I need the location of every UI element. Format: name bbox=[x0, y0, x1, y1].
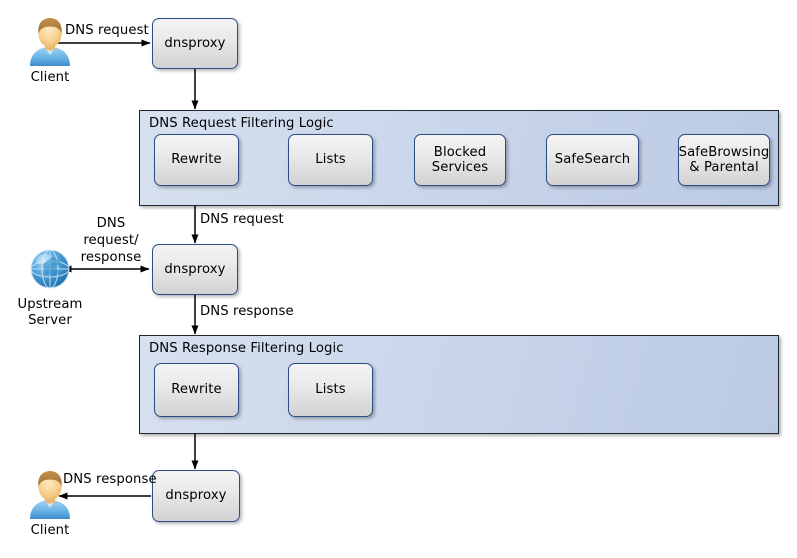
edge-label-upstream-line2: request/ bbox=[83, 233, 139, 248]
actor-label-client-top: Client bbox=[30, 70, 70, 85]
stage-label-line2: Services bbox=[431, 160, 489, 175]
stage-label: Rewrite bbox=[171, 382, 222, 398]
edge-label-upstream-line3: response bbox=[80, 250, 142, 265]
edge-label-proxy-to-client: DNS response bbox=[63, 472, 157, 487]
dnsproxy-node-2[interactable]: dnsproxy bbox=[152, 244, 238, 295]
user-icon bbox=[24, 469, 76, 519]
user-icon bbox=[24, 16, 76, 66]
dnsproxy-node-1[interactable]: dnsproxy bbox=[152, 18, 238, 69]
request-stage-rewrite[interactable]: Rewrite bbox=[154, 134, 239, 186]
stage-label-line1: SafeBrowsing bbox=[678, 144, 770, 160]
dnsproxy-label: dnsproxy bbox=[164, 261, 226, 277]
dnsproxy-node-3[interactable]: dnsproxy bbox=[152, 470, 240, 522]
stage-label-line1: Blocked bbox=[433, 144, 487, 160]
stage-label-line2: & Parental bbox=[689, 160, 759, 175]
edge-label-proxy-to-response-filter: DNS response bbox=[200, 304, 294, 319]
actor-label-client-bottom: Client bbox=[30, 523, 70, 538]
globe-icon bbox=[23, 242, 77, 296]
request-stage-safebrowsing-parental[interactable]: SafeBrowsing & Parental bbox=[678, 134, 770, 186]
edge-label-upstream-line1: DNS bbox=[96, 216, 126, 231]
dns-response-filtering-container: DNS Response Filtering Logic bbox=[139, 335, 779, 434]
edge-label-client-to-proxy: DNS request bbox=[65, 23, 149, 38]
edge-label-proxy-to-request-filter: DNS request bbox=[200, 212, 284, 227]
dns-request-filtering-container: DNS Request Filtering Logic bbox=[139, 110, 779, 206]
request-stage-lists[interactable]: Lists bbox=[288, 134, 373, 186]
request-stage-safesearch[interactable]: SafeSearch bbox=[546, 134, 639, 186]
actor-label-upstream-line2: Server bbox=[28, 313, 72, 328]
dnsproxy-label: dnsproxy bbox=[164, 35, 226, 51]
dnsproxy-label: dnsproxy bbox=[165, 488, 227, 504]
stage-label: Rewrite bbox=[171, 152, 222, 168]
response-stage-lists[interactable]: Lists bbox=[288, 363, 373, 417]
dns-response-filtering-title: DNS Response Filtering Logic bbox=[149, 341, 344, 356]
stage-label: Lists bbox=[315, 382, 346, 398]
actor-label-upstream-line1: Upstream bbox=[17, 297, 83, 312]
stage-label: SafeSearch bbox=[554, 152, 631, 168]
stage-label: Lists bbox=[315, 152, 346, 168]
request-stage-blocked-services[interactable]: Blocked Services bbox=[414, 134, 506, 186]
response-stage-rewrite[interactable]: Rewrite bbox=[154, 363, 239, 417]
dns-request-filtering-title: DNS Request Filtering Logic bbox=[149, 116, 334, 131]
